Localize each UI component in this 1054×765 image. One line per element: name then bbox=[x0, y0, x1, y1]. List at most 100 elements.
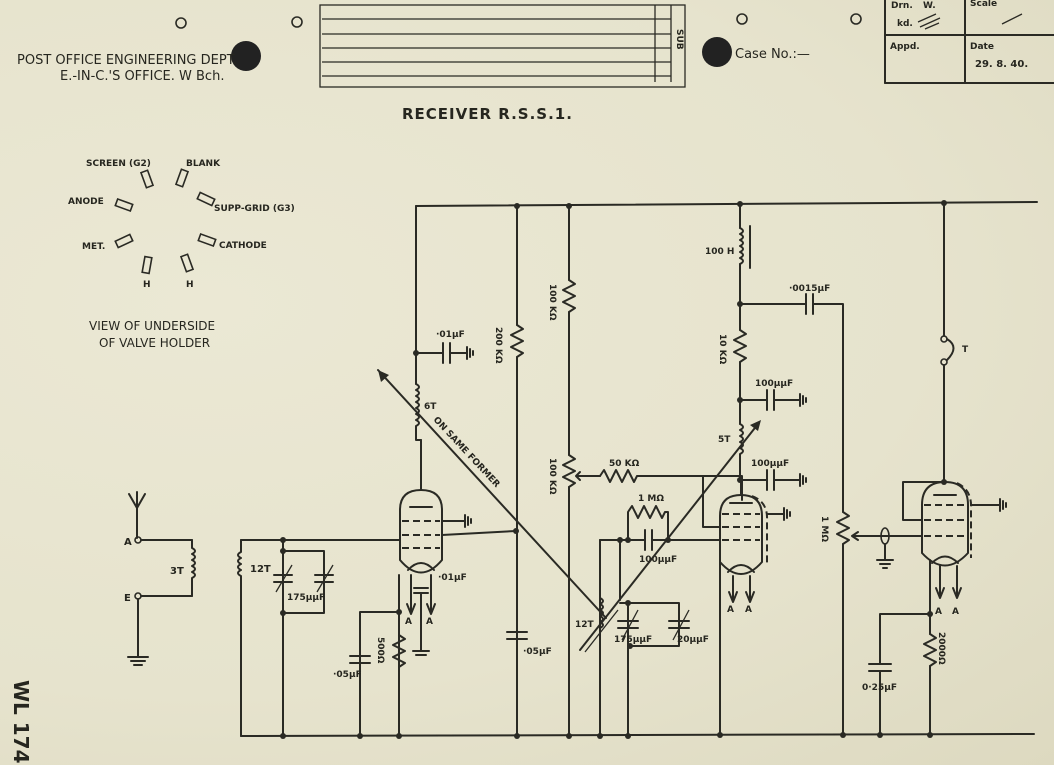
valve-holder-caption-1: VIEW OF UNDERSIDE bbox=[89, 319, 215, 333]
date-value: 29. 8. 40. bbox=[975, 59, 1028, 70]
pin-label-heater-2: H bbox=[186, 280, 194, 290]
drawn-value: W. bbox=[923, 1, 936, 11]
heater-label-v1a: A bbox=[405, 617, 412, 627]
cathode-bypass-capacitor-1 bbox=[412, 587, 430, 656]
choke-label: 100 H bbox=[705, 247, 734, 257]
scale-label: Scale bbox=[970, 0, 997, 9]
coupling-capacitor-label: ·05µF bbox=[523, 647, 552, 657]
cathode-resistor-1-label: 500Ω bbox=[375, 637, 385, 664]
pin-label-supp-grid: SUPP-GRID (G3) bbox=[214, 204, 295, 214]
date-label: Date bbox=[970, 42, 994, 52]
department-label: POST OFFICE ENGINEERING DEPT. bbox=[17, 53, 237, 68]
pin-heater-2 bbox=[179, 253, 195, 273]
earth-terminal-label: E bbox=[124, 593, 131, 604]
series-resistor-label: 50 KΩ bbox=[609, 459, 640, 469]
series-resistor bbox=[599, 469, 743, 501]
feed-resistor-label: 100 KΩ bbox=[547, 284, 557, 321]
screened-lead bbox=[876, 527, 894, 569]
same-former-indicator bbox=[377, 369, 607, 619]
phones bbox=[946, 338, 955, 361]
pin-met bbox=[114, 233, 134, 249]
heater-label-v2b: A bbox=[745, 605, 752, 615]
aerial-coil-label: 3T bbox=[170, 566, 184, 577]
valve-3 bbox=[921, 481, 973, 567]
cathode-bypass-1-label: ·01µF bbox=[438, 573, 467, 583]
trimmer-capacitor bbox=[668, 609, 690, 641]
cathode-capacitor-1 bbox=[349, 655, 371, 664]
pin-label-anode: ANODE bbox=[68, 197, 104, 207]
pin-label-blank: BLANK bbox=[186, 159, 221, 169]
heater-label-v3a: A bbox=[935, 607, 942, 617]
pin-label-heater-1: H bbox=[143, 280, 151, 290]
feed-resistor bbox=[562, 279, 576, 313]
office-label: E.-IN-C.'S OFFICE. W Bch. bbox=[60, 69, 224, 84]
volume-potentiometer[interactable] bbox=[836, 511, 850, 545]
reaction-coil-2-label: 5T bbox=[718, 435, 731, 445]
grid-capacitor-label: 100µµF bbox=[639, 555, 677, 565]
cathode-resistor-3-label: 2000Ω bbox=[936, 632, 946, 665]
decoupling-capacitor-1 bbox=[442, 342, 474, 364]
valve-2 bbox=[719, 494, 769, 575]
pin-screen bbox=[139, 169, 155, 189]
grid-leak-label: 1 MΩ bbox=[638, 494, 664, 504]
same-former-label: ON SAME FORMER bbox=[431, 415, 502, 490]
binder-hole-left bbox=[231, 41, 261, 71]
trimmer-capacitor-label: 20µµF bbox=[677, 635, 709, 645]
grid-capacitor bbox=[644, 529, 653, 551]
drawing-number: WL 174 bbox=[9, 680, 33, 764]
valve-holder-pins bbox=[114, 168, 217, 275]
reaction-coil-6t bbox=[415, 383, 422, 441]
pin-supp-grid bbox=[196, 191, 216, 207]
cathode-capacitor-3-label: 0·25µF bbox=[862, 683, 897, 693]
decoupling-capacitor-2 bbox=[766, 389, 807, 411]
issue-table bbox=[319, 4, 686, 88]
sub-label: SUB bbox=[674, 29, 684, 50]
grid-coil-1-label: 12T bbox=[250, 564, 271, 575]
reaction-potentiometer-label: 100 KΩ bbox=[547, 458, 557, 495]
earth-symbol bbox=[127, 656, 149, 666]
checked-signature bbox=[917, 13, 941, 30]
heater-label-v2a: A bbox=[727, 605, 734, 615]
anode-bypass-2-label: 100µµF bbox=[751, 459, 789, 469]
decoupling-capacitor-2-label: 100µµF bbox=[755, 379, 793, 389]
decoupling-capacitor-1-label: ·01µF bbox=[436, 330, 465, 340]
phones-label: T bbox=[962, 345, 969, 355]
approved-label: Appd. bbox=[890, 42, 920, 52]
heater-label-v1b: A bbox=[426, 617, 433, 627]
diagram-title: RECEIVER R.S.S.1. bbox=[402, 105, 573, 123]
volume-potentiometer-label: 1 MΩ bbox=[819, 516, 829, 542]
cathode-resistor-1 bbox=[392, 634, 406, 668]
case-number: Case No.:— bbox=[735, 47, 810, 62]
output-capacitor-label: ·0015µF bbox=[789, 284, 830, 294]
checked-label: kd. bbox=[897, 19, 913, 29]
tuning-capacitor-1 bbox=[273, 564, 334, 593]
pin-label-cathode: CATHODE bbox=[219, 241, 267, 251]
anode-bypass-capacitor-2 bbox=[766, 469, 807, 491]
title-block bbox=[884, 0, 1054, 84]
aerial-coil bbox=[191, 539, 196, 597]
pin-cathode bbox=[197, 232, 217, 248]
grid-leak-resistor bbox=[627, 505, 669, 541]
reaction-former-indicator bbox=[579, 423, 759, 651]
pin-label-met: MET. bbox=[82, 242, 105, 252]
choke-100h bbox=[739, 227, 744, 265]
earth-rail bbox=[240, 733, 1035, 737]
aerial-terminal-label: A bbox=[124, 537, 132, 548]
grid-coil-2-label: 12T bbox=[575, 620, 595, 630]
aerial-symbol bbox=[128, 491, 146, 539]
reaction-coil-5t bbox=[739, 423, 744, 481]
pin-label-screen: SCREEN (G2) bbox=[86, 159, 151, 169]
cathode-resistor-3 bbox=[923, 633, 937, 667]
anode-resistor-1-label: 200 KΩ bbox=[493, 327, 503, 364]
anode-resistor-1 bbox=[510, 324, 524, 358]
tuning-capacitor-2-label: 175µµF bbox=[614, 635, 652, 645]
cathode-capacitor-1-label: ·05µF bbox=[333, 670, 362, 680]
drawn-label: Drn. bbox=[891, 1, 913, 11]
reaction-potentiometer[interactable] bbox=[562, 454, 576, 488]
tuning-capacitor-1-label: 175µµF bbox=[287, 593, 325, 603]
anode-resistor-2 bbox=[733, 329, 747, 363]
coupling-capacitor bbox=[506, 631, 528, 640]
tuning-capacitor-2 bbox=[617, 609, 639, 641]
valve-holder-caption-2: OF VALVE HOLDER bbox=[99, 336, 210, 350]
